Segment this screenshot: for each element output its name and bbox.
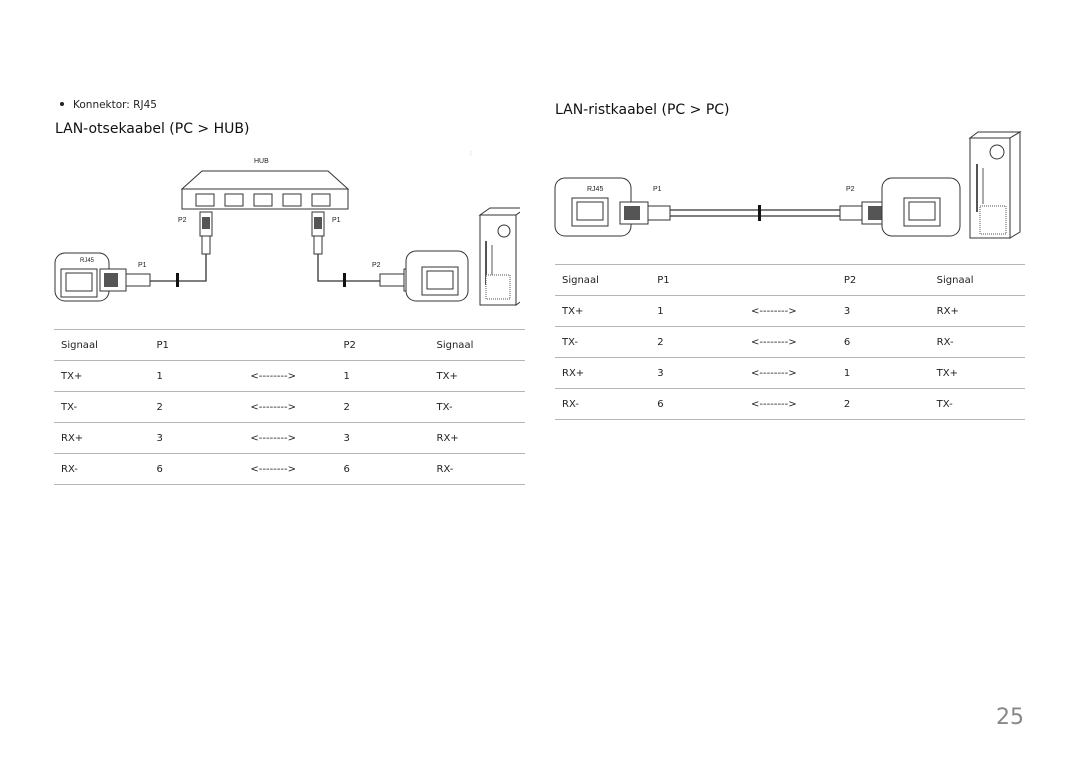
hub-label: HUB <box>254 158 269 165</box>
cell: TX+ <box>429 360 525 392</box>
rj45-port-right-icon <box>405 250 469 302</box>
cell: RX- <box>555 388 651 420</box>
col-signal: Signaal <box>54 329 150 361</box>
cell: <--------> <box>744 295 837 327</box>
pc-p1-label-right: P1 <box>653 186 662 193</box>
cell: <--------> <box>243 391 337 423</box>
cell: RX+ <box>429 422 525 454</box>
col-p2: P2 <box>836 264 930 296</box>
edge-mark: ⋮ <box>468 150 474 157</box>
hub-p1-label: P1 <box>332 217 341 224</box>
rj45-label-right: RJ45 <box>587 186 603 193</box>
cell: <--------> <box>243 360 337 392</box>
cell: <--------> <box>744 388 837 420</box>
bullet-dot-icon <box>60 102 64 106</box>
hub-p2-label: P2 <box>178 217 187 224</box>
cell: 3 <box>650 357 745 389</box>
cell: <--------> <box>744 326 837 358</box>
pc-p2-label-right: P2 <box>846 186 855 193</box>
cell: 2 <box>836 388 930 420</box>
cell: RX- <box>429 453 525 485</box>
pc-hub-diagram: HUB P2 P1 RJ45 P1 P2 <box>54 158 520 306</box>
cell: RX+ <box>54 422 150 454</box>
straight-cable-heading: LAN-otsekaabel (PC > HUB) <box>55 121 250 137</box>
table-row: RX+ 3 <--------> 1 TX+ <box>555 357 1025 389</box>
cell: 1 <box>149 360 244 392</box>
table-row: TX+ 1 <--------> 3 RX+ <box>555 295 1025 327</box>
cell: 2 <box>336 391 430 423</box>
col-p2: P2 <box>336 329 430 361</box>
cell: TX- <box>929 388 1025 420</box>
cell: <--------> <box>744 357 837 389</box>
table-row: RX- 6 <--------> 6 RX- <box>54 453 525 485</box>
col-signal: Signaal <box>555 264 651 296</box>
crossover-cable-heading: LAN-ristkaabel (PC > PC) <box>555 102 730 118</box>
col-p1: P1 <box>149 329 244 361</box>
cell: RX+ <box>555 357 651 389</box>
cell: TX+ <box>929 357 1025 389</box>
plug-p1-icon <box>619 201 671 225</box>
page-number: 25 <box>996 705 1024 730</box>
cell: RX+ <box>929 295 1025 327</box>
cell: <--------> <box>243 453 337 485</box>
crossover-signal-table: Signaal P1 P2 Signaal TX+ 1 <--------> 3… <box>555 264 1025 420</box>
cell: 6 <box>149 453 244 485</box>
straight-signal-table: Signaal P1 P2 Signaal TX+ 1 <--------> 1… <box>54 329 525 485</box>
cell: 6 <box>650 388 745 420</box>
hub-icon: HUB <box>180 158 350 210</box>
cell: 2 <box>149 391 244 423</box>
cell: TX- <box>54 391 150 423</box>
rj45-port-right-icon <box>881 177 961 237</box>
cell: TX- <box>555 326 651 358</box>
pc-p2-label: P2 <box>372 262 381 269</box>
cell: 3 <box>336 422 430 454</box>
table-row: RX- 6 <--------> 2 TX- <box>555 388 1025 420</box>
pc-pc-diagram: RJ45 P1 P2 <box>554 131 1022 239</box>
table-row: TX+ 1 <--------> 1 TX+ <box>54 360 525 392</box>
cell: TX+ <box>54 360 150 392</box>
cell: RX- <box>54 453 150 485</box>
cell: 2 <box>650 326 745 358</box>
cell: 3 <box>836 295 930 327</box>
pc-tower-icon <box>968 131 1022 239</box>
connector-bullet: Konnektor: RJ45 <box>60 99 157 111</box>
cell: 1 <box>836 357 930 389</box>
connector-text: Konnektor: RJ45 <box>73 99 157 111</box>
hub-plug-p1-icon <box>311 211 325 255</box>
pc-p1-label: P1 <box>138 262 147 269</box>
col-arrow <box>243 329 337 361</box>
cell: 1 <box>650 295 745 327</box>
cell: <--------> <box>243 422 337 454</box>
cell: 6 <box>336 453 430 485</box>
cell: 3 <box>149 422 244 454</box>
rj45-port-left-icon <box>54 252 110 302</box>
cell: 1 <box>336 360 430 392</box>
table-header-row: Signaal P1 P2 Signaal <box>54 329 525 361</box>
cell: TX- <box>429 391 525 423</box>
pc-tower-icon <box>478 207 520 306</box>
table-row: TX- 2 <--------> 6 RX- <box>555 326 1025 358</box>
col-signal-2: Signaal <box>429 329 525 361</box>
table-header-row: Signaal P1 P2 Signaal <box>555 264 1025 296</box>
pc-plug-p1-icon <box>99 268 151 292</box>
table-row: TX- 2 <--------> 2 TX- <box>54 391 525 423</box>
col-p1: P1 <box>650 264 745 296</box>
col-signal-2: Signaal <box>929 264 1025 296</box>
rj45-label-left: RJ45 <box>80 258 95 264</box>
cell: TX+ <box>555 295 651 327</box>
cell: RX- <box>929 326 1025 358</box>
cell: 6 <box>836 326 930 358</box>
hub-plug-p2-icon <box>199 211 213 255</box>
col-arrow <box>744 264 837 296</box>
table-row: RX+ 3 <--------> 3 RX+ <box>54 422 525 454</box>
rj45-port-left-icon <box>554 177 632 237</box>
